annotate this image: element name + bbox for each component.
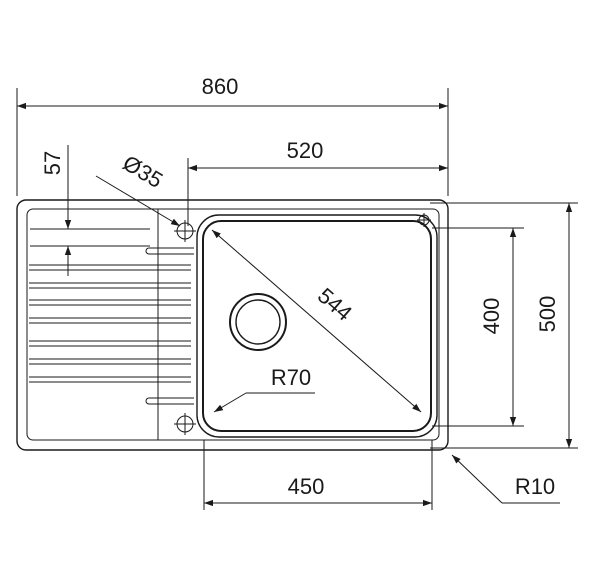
dim-label-520: 520 <box>287 138 324 163</box>
sink-outline <box>16 199 449 451</box>
dim-label-860: 860 <box>202 74 239 99</box>
tap-hole-bottom <box>174 413 196 435</box>
dim-label-450: 450 <box>288 474 325 499</box>
dim-label-400: 400 <box>479 298 504 335</box>
tap-hole-top <box>174 220 196 242</box>
drain-outlet <box>229 293 287 351</box>
dimension-lines <box>17 102 573 507</box>
drainboard-ribs <box>29 264 191 383</box>
dim-label-r10: R10 <box>515 474 555 499</box>
dimension-labels: 860 520 57 Ø35 544 R70 400 500 450 R10 <box>40 74 560 499</box>
dim-label-r70: R70 <box>271 365 311 390</box>
dim-label-500: 500 <box>535 296 560 333</box>
drainboard <box>29 209 194 440</box>
dim-label-35: Ø35 <box>119 150 168 193</box>
dim-label-544: 544 <box>313 283 357 326</box>
dim-label-57: 57 <box>40 151 65 175</box>
